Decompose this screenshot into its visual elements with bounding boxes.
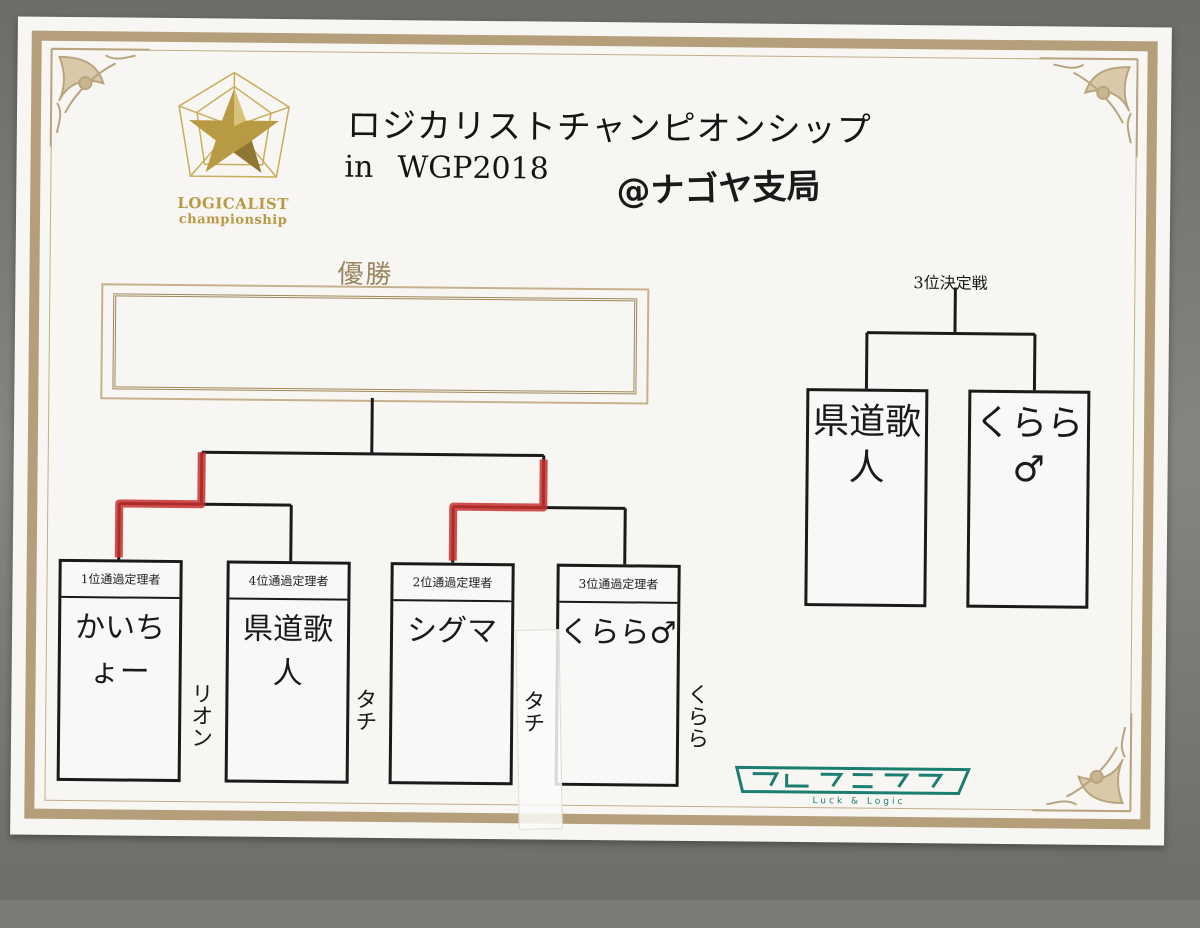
seed-label: 1位通過定理者 — [61, 562, 179, 599]
third-place-box-left: 県道歌人 — [804, 388, 928, 607]
side-note: タチ — [519, 689, 543, 733]
winner-path-left — [119, 451, 202, 558]
third-place-bar — [867, 333, 1035, 335]
seed-label: 3位通過定理者 — [559, 567, 677, 604]
player-box-seed4: 4位通過定理者 県道歌人 — [225, 561, 351, 784]
bracket-seed3-stem — [625, 508, 626, 564]
side-note: タチ — [351, 688, 375, 732]
third-place-right-stem — [1034, 334, 1035, 392]
third-place-box-right: くらら♂ — [966, 390, 1090, 609]
player-name: 県道歌人 — [808, 399, 925, 492]
third-place-label: 3位決定戦 — [913, 269, 987, 294]
player-name: 県道歌人 — [228, 608, 347, 697]
side-note: くらら — [683, 683, 708, 749]
player-name: かいちょー — [60, 606, 179, 695]
tournament-bracket-sheet: LOGICALIST championship ロジカリストチャンピオンシップ … — [10, 16, 1172, 845]
player-box-seed1: 1位通過定理者 かいちょー — [57, 559, 183, 782]
bracket-final-bar — [202, 452, 544, 455]
third-place-left-stem — [866, 333, 867, 391]
player-name: くらら♂ — [559, 611, 677, 656]
brand-subtitle: Luck & Logic — [812, 796, 905, 807]
player-box-seed3: 3位通過定理者 くらら♂ — [555, 564, 681, 787]
bracket-seed4-stem — [291, 505, 292, 561]
player-name: くらら♂ — [970, 401, 1087, 494]
player-name: シグマ — [393, 609, 511, 654]
seed-label: 2位通過定理者 — [393, 565, 511, 602]
bracket-final-stem — [372, 398, 373, 454]
player-box-seed2: 2位通過定理者 シグマ — [389, 562, 515, 785]
seed-label: 4位通過定理者 — [229, 564, 347, 601]
winner-path-right — [453, 459, 544, 562]
brand-wordmark-icon — [732, 761, 972, 799]
luck-and-logic-logo: Luck & Logic — [732, 761, 972, 813]
side-note: リオン — [187, 682, 212, 748]
